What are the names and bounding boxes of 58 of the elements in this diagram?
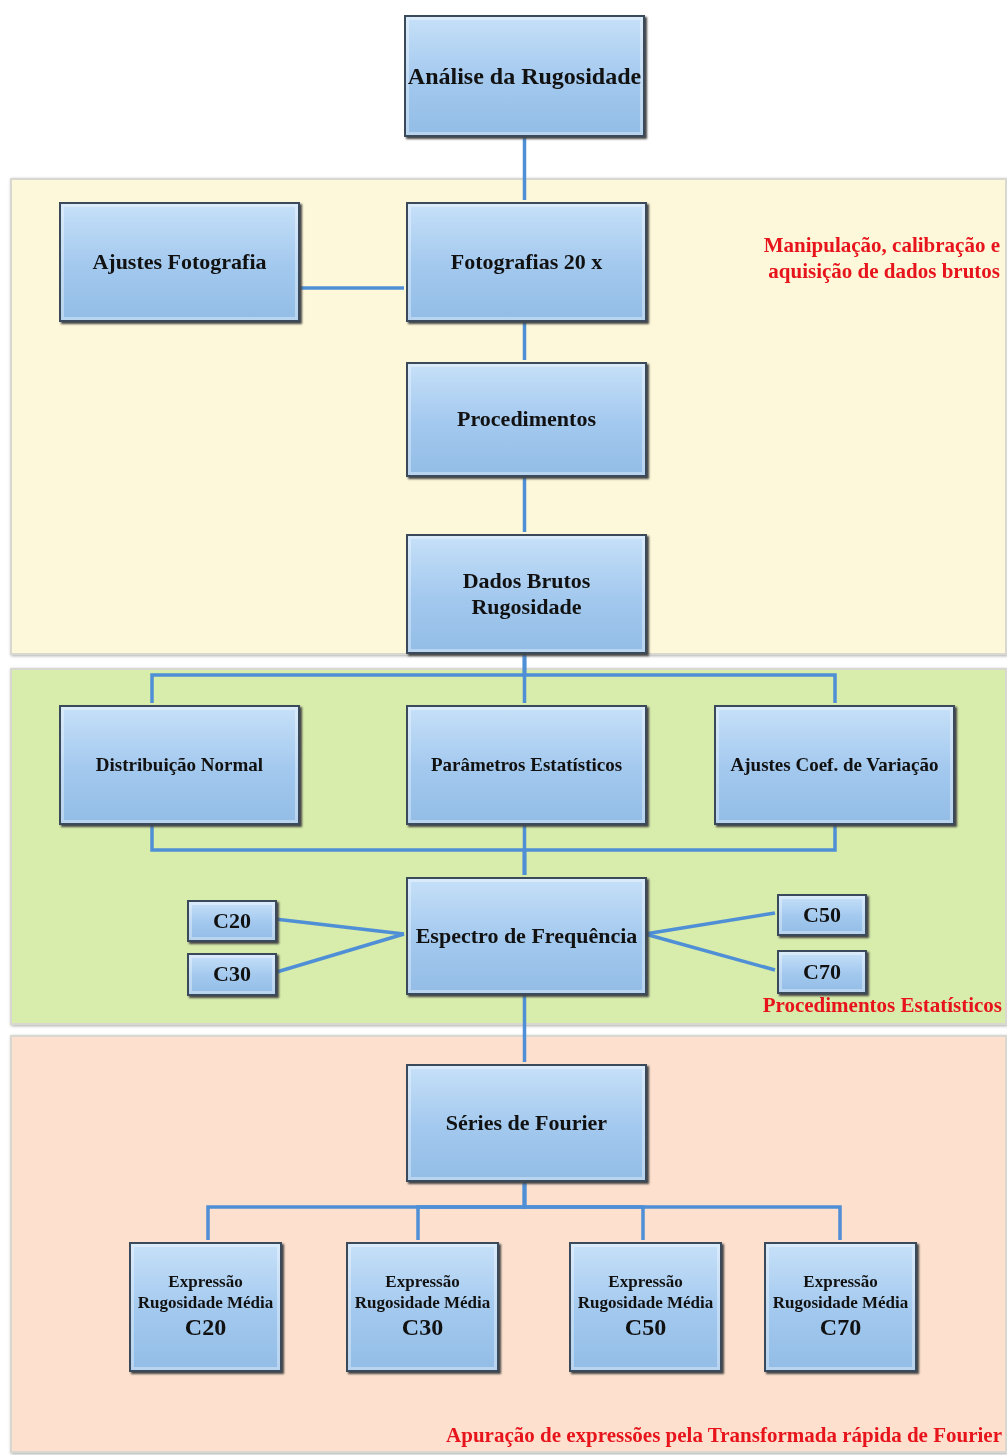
box-label: Expressão Rugosidade Média: [771, 1272, 910, 1313]
box-subtitle: C50: [624, 1313, 667, 1342]
connector-line: [298, 286, 404, 290]
connector-line: [522, 475, 527, 532]
connector-line: [522, 652, 837, 703]
process-box: [187, 900, 277, 942]
connector-line: [644, 911, 776, 936]
connector-line: [522, 1180, 842, 1240]
process-box: [346, 1242, 499, 1372]
process-box: [406, 877, 647, 995]
box-label: Expressão Rugosidade Média: [136, 1272, 275, 1313]
process-box: [764, 1242, 917, 1372]
box-subtitle: C20: [184, 1313, 227, 1342]
process-box: [714, 705, 955, 825]
section-title: Apuração de expressões pela Transformada rápida de Fourier: [445, 1422, 1002, 1449]
box-label: Ajustes Coef. de Variação: [730, 753, 939, 777]
process-box: [187, 953, 277, 996]
connector-line: [522, 137, 527, 200]
process-box: [406, 202, 647, 322]
box-label: Fotografias 20 x: [450, 248, 603, 276]
box-label: C20: [213, 907, 251, 935]
box-subtitle: C70: [819, 1313, 862, 1342]
connector-line: [274, 917, 405, 936]
process-box: [777, 894, 867, 936]
section-band: [10, 1035, 1007, 1453]
connector-line: [522, 993, 527, 1062]
process-box: [406, 1064, 647, 1182]
box-subtitle: C30: [401, 1313, 444, 1342]
connector-line: [644, 932, 776, 972]
section-band: [10, 178, 1007, 655]
process-box: [404, 15, 645, 137]
process-box: [406, 534, 647, 654]
box-label: Dados Brutos Rugosidade: [461, 567, 592, 621]
box-label: Expressão Rugosidade Média: [576, 1272, 715, 1313]
box-label: Parâmetros Estatísticos: [430, 753, 623, 777]
section-title: Procedimentos Estatísticos: [761, 992, 1002, 1019]
box-label: C50: [803, 901, 841, 929]
box-label: Distribuição Normal: [95, 753, 264, 777]
connector-line: [522, 320, 527, 360]
connector-line: [522, 823, 837, 875]
box-label: Análise da Rugosidade: [407, 61, 642, 91]
connector-line: [274, 932, 405, 975]
process-box: [59, 705, 300, 825]
box-label: C30: [213, 961, 251, 988]
box-label: Séries de Fourier: [445, 1109, 608, 1137]
box-label: Ajustes Fotografia: [92, 248, 267, 276]
process-box: [406, 362, 647, 477]
box-label: C70: [803, 958, 841, 986]
process-box: [406, 705, 647, 825]
box-label: Expressão Rugosidade Média: [353, 1272, 492, 1313]
box-label: Procedimentos: [457, 406, 596, 433]
box-label: Espectro de Frequência: [415, 922, 638, 950]
process-box: [59, 202, 300, 322]
process-box: [777, 950, 867, 994]
section-title: Manipulação, calibração e aquisição de dados brutos: [762, 232, 1000, 285]
process-box: [569, 1242, 722, 1372]
process-box: [129, 1242, 282, 1372]
section-band: [10, 668, 1007, 1025]
